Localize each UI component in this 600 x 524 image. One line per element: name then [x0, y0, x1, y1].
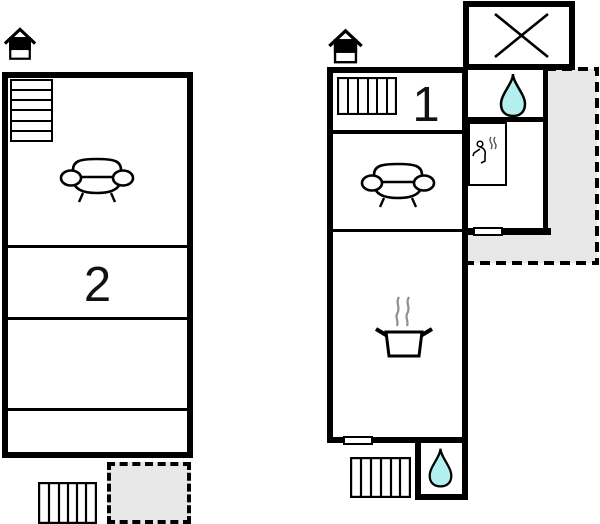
wall-right-core — [462, 67, 468, 500]
wall-top — [327, 67, 468, 73]
wall-left — [327, 67, 333, 443]
cooking-pot-icon — [373, 294, 435, 360]
window-symbol — [473, 227, 503, 236]
left-unit-wall-divider — [8, 245, 187, 248]
sofa-icon — [58, 153, 136, 203]
bottom-bathroom-outline — [415, 437, 468, 500]
wall-divider-kitchen — [333, 229, 462, 232]
shower-cubicle — [468, 122, 507, 186]
wall-bottom-kitchen — [327, 437, 420, 443]
wall-bathroom-right — [543, 67, 548, 235]
room-number-label: 2 — [83, 258, 112, 312]
wall-bathroom-mid — [468, 117, 543, 122]
water-drop-icon — [427, 444, 454, 491]
wall-bathroom-bottom — [462, 228, 551, 235]
window-symbol — [343, 436, 373, 445]
stairs-icon — [10, 79, 53, 142]
sofa-icon — [359, 158, 437, 208]
left-unit-wall-divider — [8, 317, 187, 320]
stairs-icon — [337, 77, 397, 115]
entrance-house-icon — [4, 26, 36, 63]
left-unit-wall-divider — [8, 408, 187, 411]
wall-divider-room1 — [333, 130, 462, 134]
water-drop-icon — [498, 72, 528, 118]
terrace-area — [107, 462, 191, 524]
radiator-stairs-icon — [38, 482, 97, 524]
shower-icon — [471, 136, 499, 166]
room-number-label: 1 — [412, 78, 440, 132]
crossed-out-area-icon — [463, 1, 575, 70]
stairs-icon — [350, 457, 411, 498]
entrance-house-icon — [328, 28, 363, 66]
